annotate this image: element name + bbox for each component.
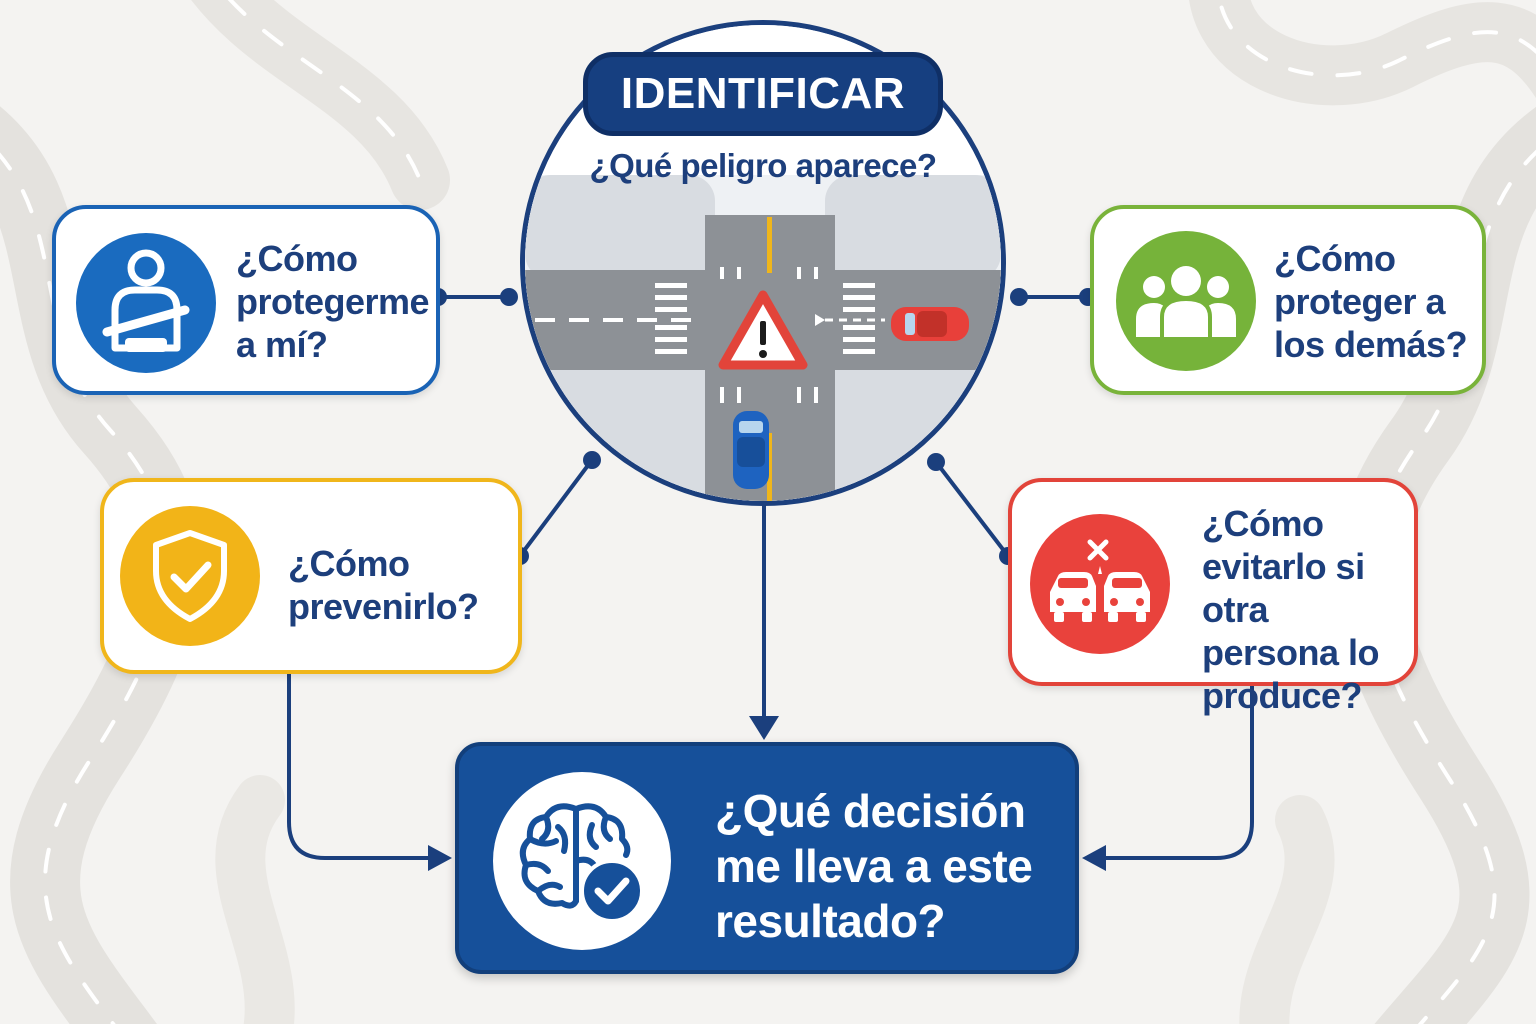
card-avoid-other-label: ¿Cómo evitarlo si otra persona lo produc… <box>1202 503 1380 716</box>
card-prevent: ¿Cómo prevenirlo? <box>100 478 522 674</box>
card-decision-label: ¿Qué decisión me lleva a este resultado? <box>715 785 1033 947</box>
hazard-question: ¿Qué peligro aparece? <box>589 147 937 184</box>
card-avoid-other: ¿Cómo evitarlo si otra persona lo produc… <box>1008 478 1418 716</box>
card-protect-self-label: ¿Cómo protegerme a mí? <box>236 238 430 365</box>
icon-disc <box>120 506 260 646</box>
group-people-icon <box>1136 266 1236 341</box>
icon-disc <box>1116 231 1256 371</box>
seatbelt-person-icon <box>102 249 190 352</box>
icon-disc <box>493 772 671 950</box>
card-protect-self: ¿Cómo protegerme a mí? <box>52 205 440 395</box>
card-protect-others-label: ¿Cómo proteger a los demás? <box>1274 238 1468 365</box>
card-decision: ¿Qué decisión me lleva a este resultado? <box>455 742 1079 974</box>
brain-check-icon <box>519 803 644 923</box>
car-collision-icon <box>1050 539 1150 622</box>
shield-check-icon <box>153 530 227 622</box>
icon-disc <box>76 233 216 373</box>
identify-title: IDENTIFICAR <box>583 52 943 136</box>
icon-disc <box>1030 514 1170 654</box>
card-prevent-label: ¿Cómo prevenirlo? <box>288 543 479 627</box>
card-protect-others: ¿Cómo proteger a los demás? <box>1090 205 1486 395</box>
